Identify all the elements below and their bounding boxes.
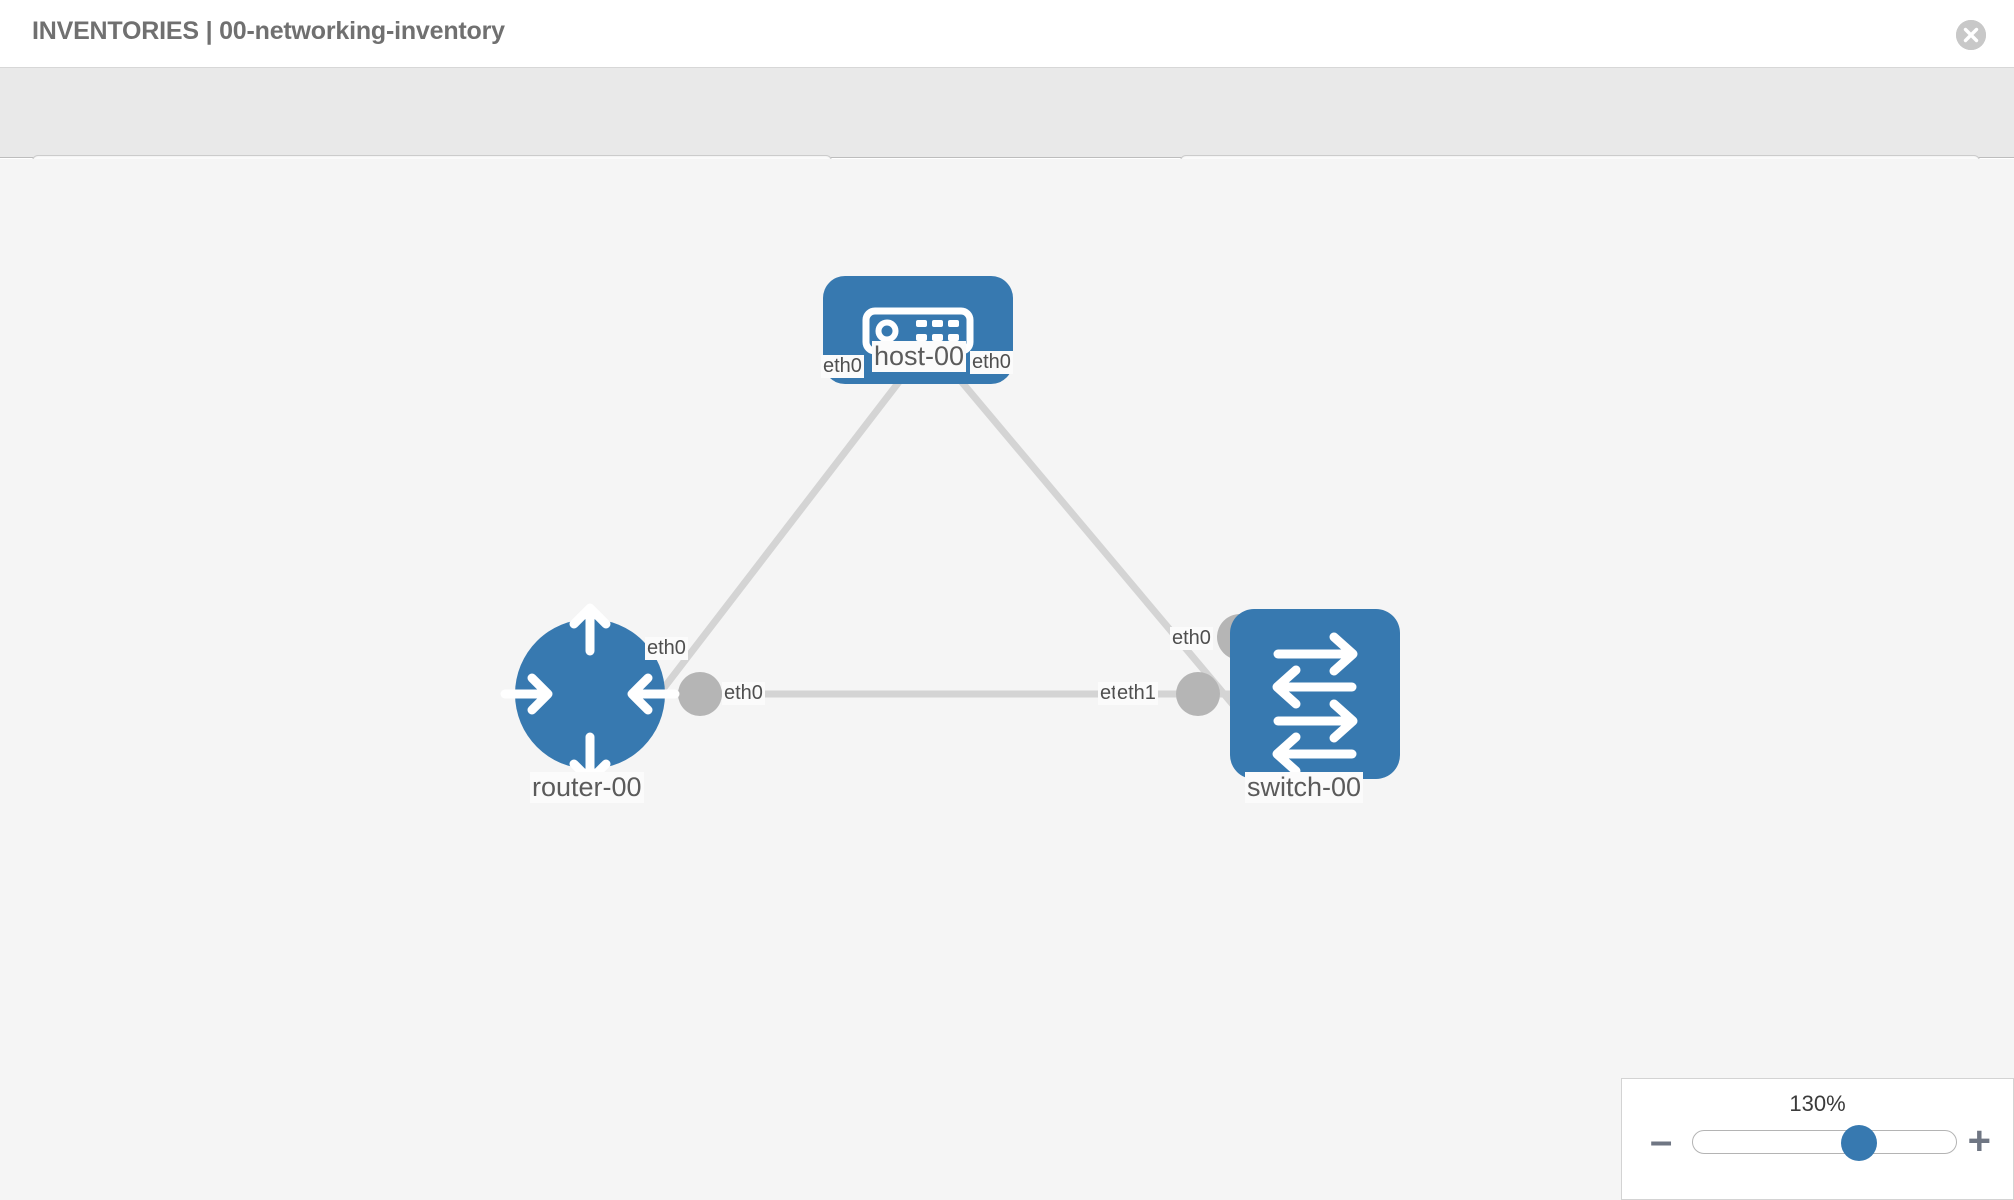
- node-label-switch-00: switch-00: [1245, 772, 1364, 804]
- connector-switch-west: [1176, 672, 1220, 716]
- connector-router-east: [678, 672, 722, 716]
- switch-icon: [1272, 632, 1358, 776]
- node-label-host-00: host-00: [872, 341, 967, 373]
- node-label-router-00: router-00: [530, 772, 644, 804]
- close-icon[interactable]: [1956, 20, 1986, 50]
- node-router-00: [500, 603, 680, 785]
- iface-label-switch-eth1-west: eth1: [1115, 682, 1158, 705]
- page-header: INVENTORIES | 00-networking-inventory: [0, 0, 2014, 68]
- zoom-slider-track[interactable]: [1692, 1125, 1957, 1161]
- zoom-in-button[interactable]: +: [1967, 1119, 1991, 1163]
- page-title: INVENTORIES | 00-networking-inventory: [32, 17, 505, 45]
- topology-canvas[interactable]: host-00 router-00 switch-00 eth0 eth0 et…: [0, 159, 2014, 1200]
- zoom-out-button[interactable]: –: [1650, 1119, 1673, 1163]
- server-icon: [862, 307, 974, 355]
- toolbar: ACTIONS SEARCH: [0, 68, 2014, 207]
- zoom-slider-thumb[interactable]: [1841, 1125, 1877, 1161]
- zoom-control-panel: 130% – +: [1621, 1078, 2014, 1200]
- topology-links: [637, 371, 1248, 722]
- iface-label-router-eth0-north: eth0: [645, 637, 688, 660]
- iface-label-host-eth0-left: eth0: [821, 355, 864, 378]
- iface-label-router-eth0-east: eth0: [722, 682, 765, 705]
- iface-label-host-eth0-right: eth0: [970, 351, 1013, 374]
- node-switch-00: [1230, 609, 1400, 779]
- zoom-level-value: 130%: [1789, 1091, 1846, 1116]
- link-host-router: [637, 371, 908, 722]
- router-icon: [500, 603, 680, 785]
- iface-label-switch-eth0-north: eth0: [1170, 627, 1213, 650]
- link-host-switch: [952, 371, 1248, 722]
